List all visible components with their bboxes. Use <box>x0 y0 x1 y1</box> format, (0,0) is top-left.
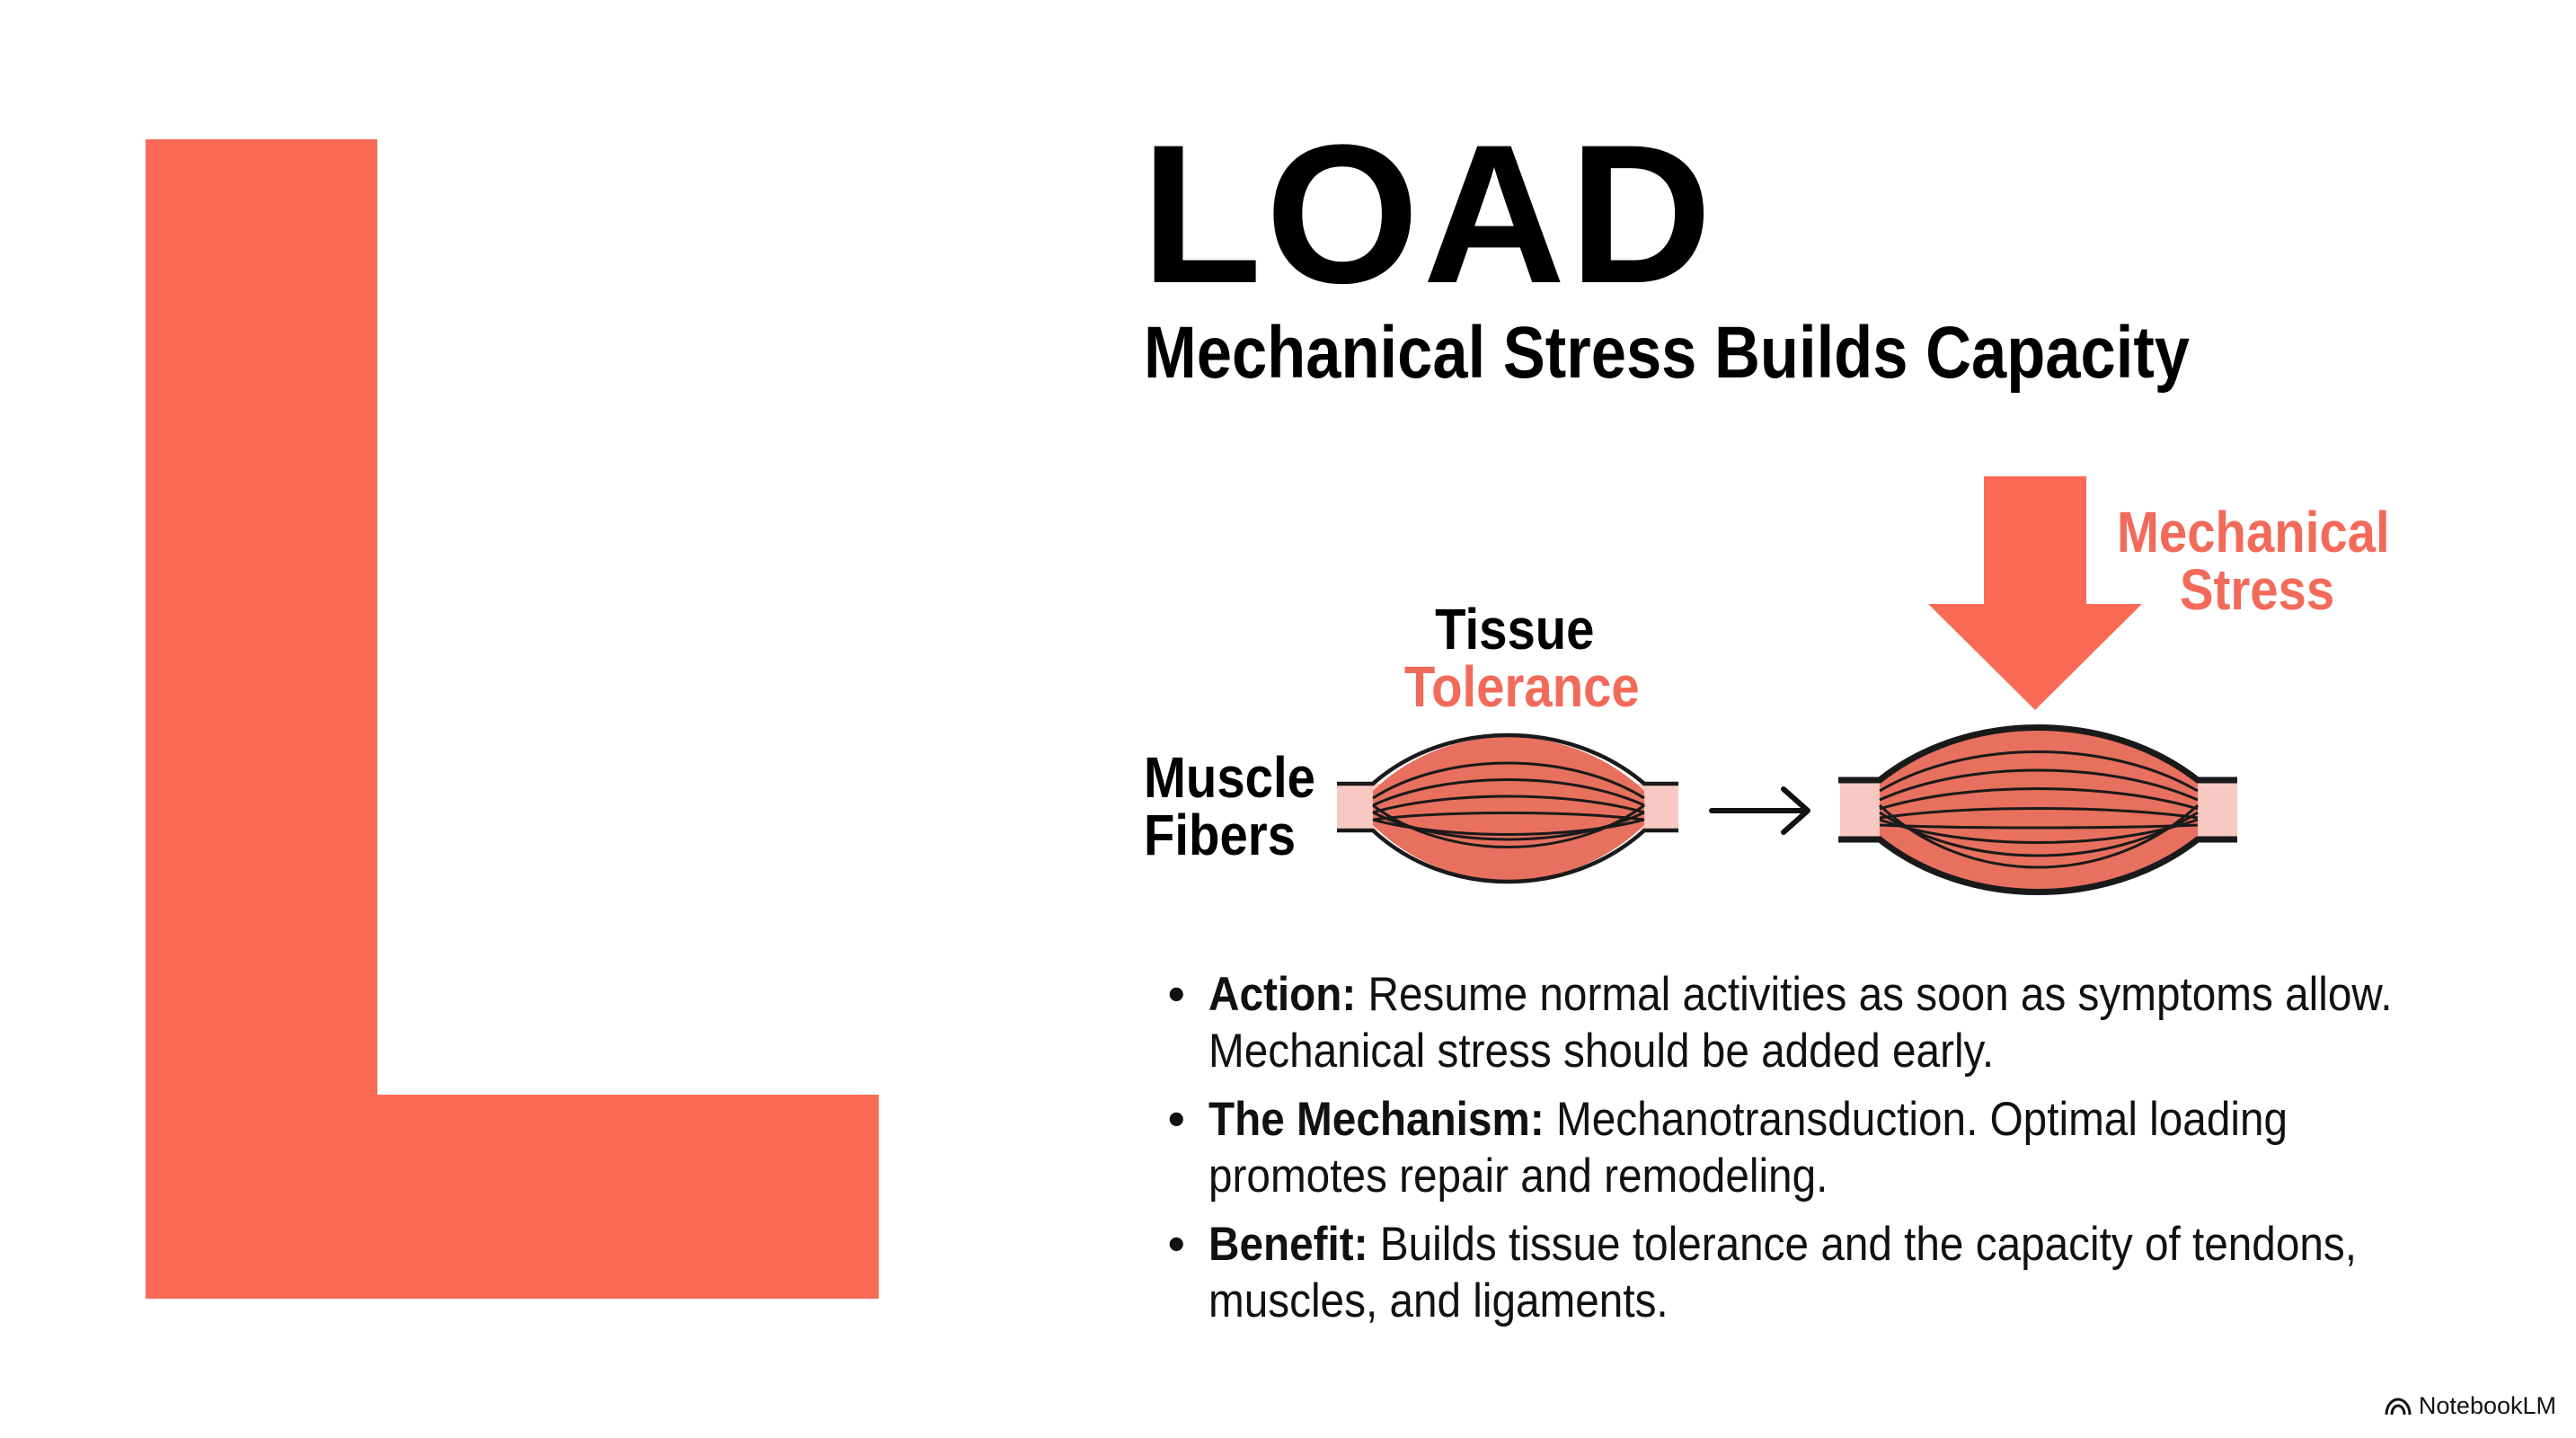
bullet-term: Action: <box>1208 968 1357 1021</box>
tolerance-label: Tolerance <box>1403 654 1640 719</box>
bullet-dot-icon: • <box>1168 1093 1185 1146</box>
stress-arrow-down-icon <box>1928 476 2142 710</box>
big-letter-l <box>146 139 879 1299</box>
fibers-label: Fibers <box>1144 803 1297 867</box>
brand-name: NotebookLM <box>2418 1392 2556 1419</box>
letter-l-shape <box>146 139 879 1299</box>
slide-title: LOAD <box>1141 103 1716 324</box>
arrow-right-icon <box>1709 786 1810 835</box>
bullet-benefit: • Benefit: Builds tissue tolerance and t… <box>1168 1216 2444 1329</box>
muscle-after-icon <box>1838 724 2237 895</box>
slide-subtitle: Mechanical Stress Builds Capacity <box>1144 312 2191 394</box>
bullet-term: The Mechanism: <box>1208 1093 1545 1146</box>
bullet-term: Benefit: <box>1208 1218 1368 1271</box>
bullet-text: Resume normal activities as soon as symp… <box>1208 968 2393 1078</box>
tissue-label: Tissue <box>1435 597 1595 661</box>
bullet-dot-icon: • <box>1168 968 1185 1021</box>
brand-watermark: NotebookLM <box>2385 1392 2556 1420</box>
bullet-dot-icon: • <box>1168 1218 1185 1271</box>
bullet-action: • Action: Resume normal activities as so… <box>1168 966 2444 1079</box>
stress-label: Stress <box>2180 557 2335 622</box>
bullet-mechanism: • The Mechanism: Mechanotransduction. Op… <box>1168 1091 2444 1204</box>
muscle-label: Muscle <box>1144 745 1315 810</box>
notebooklm-logo-icon <box>2385 1397 2412 1415</box>
bullet-text: Builds tissue tolerance and the capacity… <box>1208 1218 2357 1327</box>
muscle-before-icon <box>1337 732 1678 884</box>
bullet-text: Mechanotransduction. Optimal loading pro… <box>1208 1093 2288 1203</box>
mechanical-label: Mechanical <box>2117 500 2390 564</box>
bullet-list: • Action: Resume normal activities as so… <box>1168 966 2444 1341</box>
